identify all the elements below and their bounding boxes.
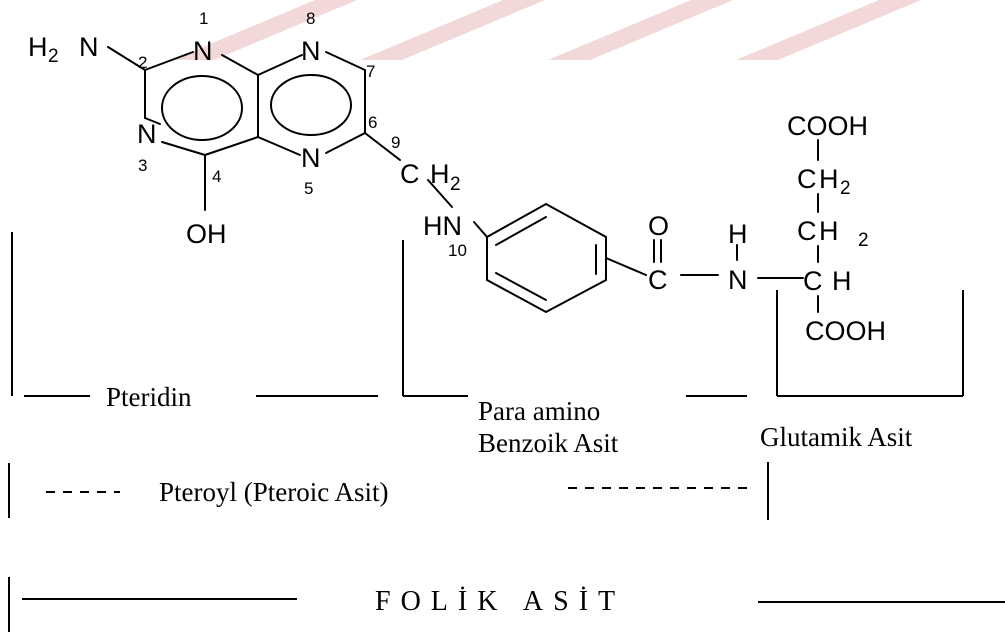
ch2-subscript: 2: [450, 174, 461, 195]
number-10: 10: [448, 241, 467, 260]
bond-lines: [107, 46, 819, 314]
number-9: 9: [391, 133, 400, 152]
label-pteroyl: Pteroyl (Pteroic Asit): [159, 477, 388, 507]
atom-n1: N: [193, 36, 213, 66]
amide-hydrogen: H: [728, 219, 748, 249]
amide-nitrogen: N: [728, 265, 748, 295]
cooh-bottom: COOH: [805, 316, 886, 346]
number-5: 5: [304, 179, 313, 198]
amino-n: N: [79, 32, 99, 62]
carbonyl-oxygen: O: [648, 211, 669, 241]
number-4: 4: [212, 167, 221, 186]
glu-ch2b-c: C: [797, 216, 817, 246]
label-pteridin: Pteridin: [106, 382, 192, 412]
glu-ch2b-h: H: [819, 216, 839, 246]
label-glutamik: Glutamik Asit: [760, 422, 913, 452]
label-paba-line1: Para amino: [478, 396, 600, 426]
cooh-top: COOH: [787, 111, 868, 141]
amine-hn: HN: [423, 211, 462, 241]
number-7: 7: [366, 62, 375, 81]
position-numbers: 1 2 3 4 5 6 7 8 9 10: [138, 9, 467, 260]
atom-n8: N: [301, 36, 321, 66]
glu-ch2b-subscript: 2: [858, 230, 869, 251]
glu-ch2a-h: H: [819, 164, 839, 194]
amino-h: H: [28, 32, 48, 62]
carbonyl-carbon: C: [648, 265, 668, 295]
group-brackets: [8, 232, 1005, 632]
number-1: 1: [199, 9, 208, 28]
number-3: 3: [138, 156, 147, 175]
atom-labels: H 2 N N N N N OH C H 2 HN O C H N COOH C…: [28, 32, 886, 346]
ch2-h: H: [430, 159, 450, 189]
title-folik-asit: FOLİK ASİT: [375, 586, 625, 617]
amino-subscript: 2: [48, 46, 59, 67]
number-6: 6: [368, 113, 377, 132]
glu-ch2a-c: C: [797, 164, 817, 194]
number-2: 2: [138, 53, 147, 72]
glu-ch-c: C: [803, 266, 823, 296]
atom-n5: N: [301, 143, 321, 173]
group-labels: Pteridin Para amino Benzoik Asit Glutami…: [106, 382, 913, 617]
hydroxyl-group: OH: [186, 219, 227, 249]
label-paba-line2: Benzoik Asit: [478, 428, 619, 458]
glu-ch-h: H: [832, 266, 852, 296]
ch2-c: C: [400, 159, 420, 189]
glu-ch2a-subscript: 2: [840, 178, 851, 199]
number-8: 8: [306, 9, 315, 28]
atom-n3: N: [137, 119, 157, 149]
